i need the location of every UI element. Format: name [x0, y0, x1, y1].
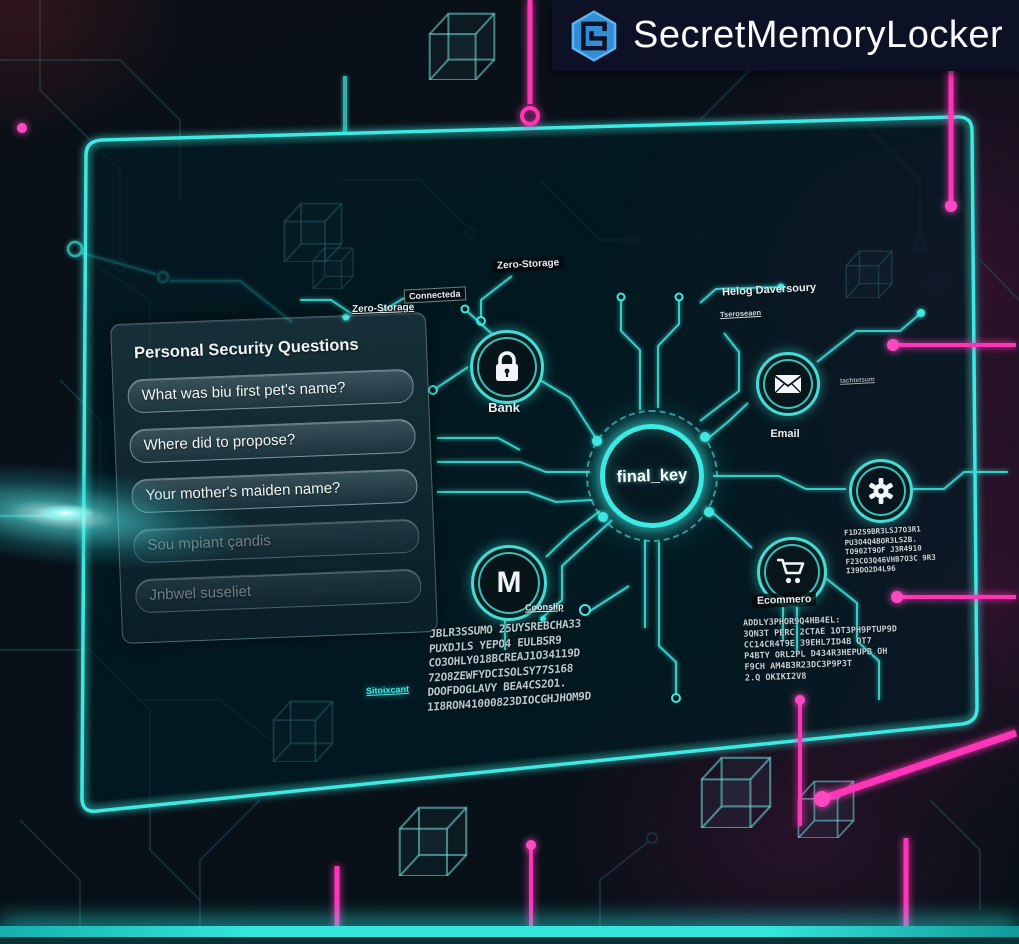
hash-block-right-large: ADDLY3PHOR9Q4HB4EL: 3QN3T PERC 2CTAE 1OT…: [743, 613, 899, 684]
hash-block-center: JBLR3SSUMO 25UYSREBCHA33 PUXDJLS YEPO4 E…: [427, 616, 594, 715]
trace-hollow-nodes: [428, 292, 684, 703]
diagram-traces: [300, 275, 1008, 700]
ecommerce-label-text: Ecommero: [751, 591, 817, 609]
bank-node[interactable]: [470, 330, 544, 404]
question-field-3[interactable]: Your mother's maiden name?: [130, 468, 419, 514]
letter-m-icon: M: [496, 566, 522, 599]
email-node[interactable]: [756, 352, 820, 416]
gear-icon: [869, 478, 893, 504]
zero-storage-left-label: Zero-Storage: [351, 301, 415, 316]
bank-label: Bank: [488, 400, 520, 415]
security-questions-card: Personal Security Questions What was biu…: [109, 312, 439, 644]
envelope-icon: [774, 375, 802, 394]
bottom-glow-bar: [0, 926, 1019, 937]
lock-icon: [496, 351, 518, 381]
panel-frame: [80, 115, 979, 813]
brand-header: SecretMemoryLocker: [552, 0, 1019, 71]
hash-block-right-small: F1D2S9BR3LSJ7O3R1 PU3O4Q4BOR3LS2B. TO902…: [844, 524, 937, 576]
cart-icon: [777, 558, 805, 584]
bottom-dark-strip: [0, 937, 1019, 944]
question-field-1[interactable]: What was biu first pet's name?: [127, 368, 415, 414]
brand-name: SecretMemoryLocker: [633, 14, 1004, 56]
email-label: Email: [770, 428, 800, 440]
brand-logo-icon: [571, 9, 617, 62]
card-title: Personal Security Questions: [133, 335, 359, 363]
question-field-5[interactable]: Jnbwel suseliet: [134, 568, 422, 614]
coonslip-label: Coonslip: [524, 601, 564, 613]
ecommerce-label: Ecommero: [751, 591, 817, 609]
question-field-4[interactable]: Sou mpiant çandis: [132, 518, 420, 564]
final-key-label: final_key: [616, 465, 688, 486]
final-key-node[interactable]: final_key: [583, 407, 721, 545]
question-field-2[interactable]: Where did to propose?: [129, 418, 417, 464]
magenta-dots: [17, 123, 957, 850]
trace-dots: [342, 283, 925, 622]
memory-node[interactable]: M: [471, 545, 547, 621]
magenta-lines: [334, 0, 1018, 929]
settings-node[interactable]: [849, 459, 913, 523]
lens-flare-core: [38, 505, 94, 521]
